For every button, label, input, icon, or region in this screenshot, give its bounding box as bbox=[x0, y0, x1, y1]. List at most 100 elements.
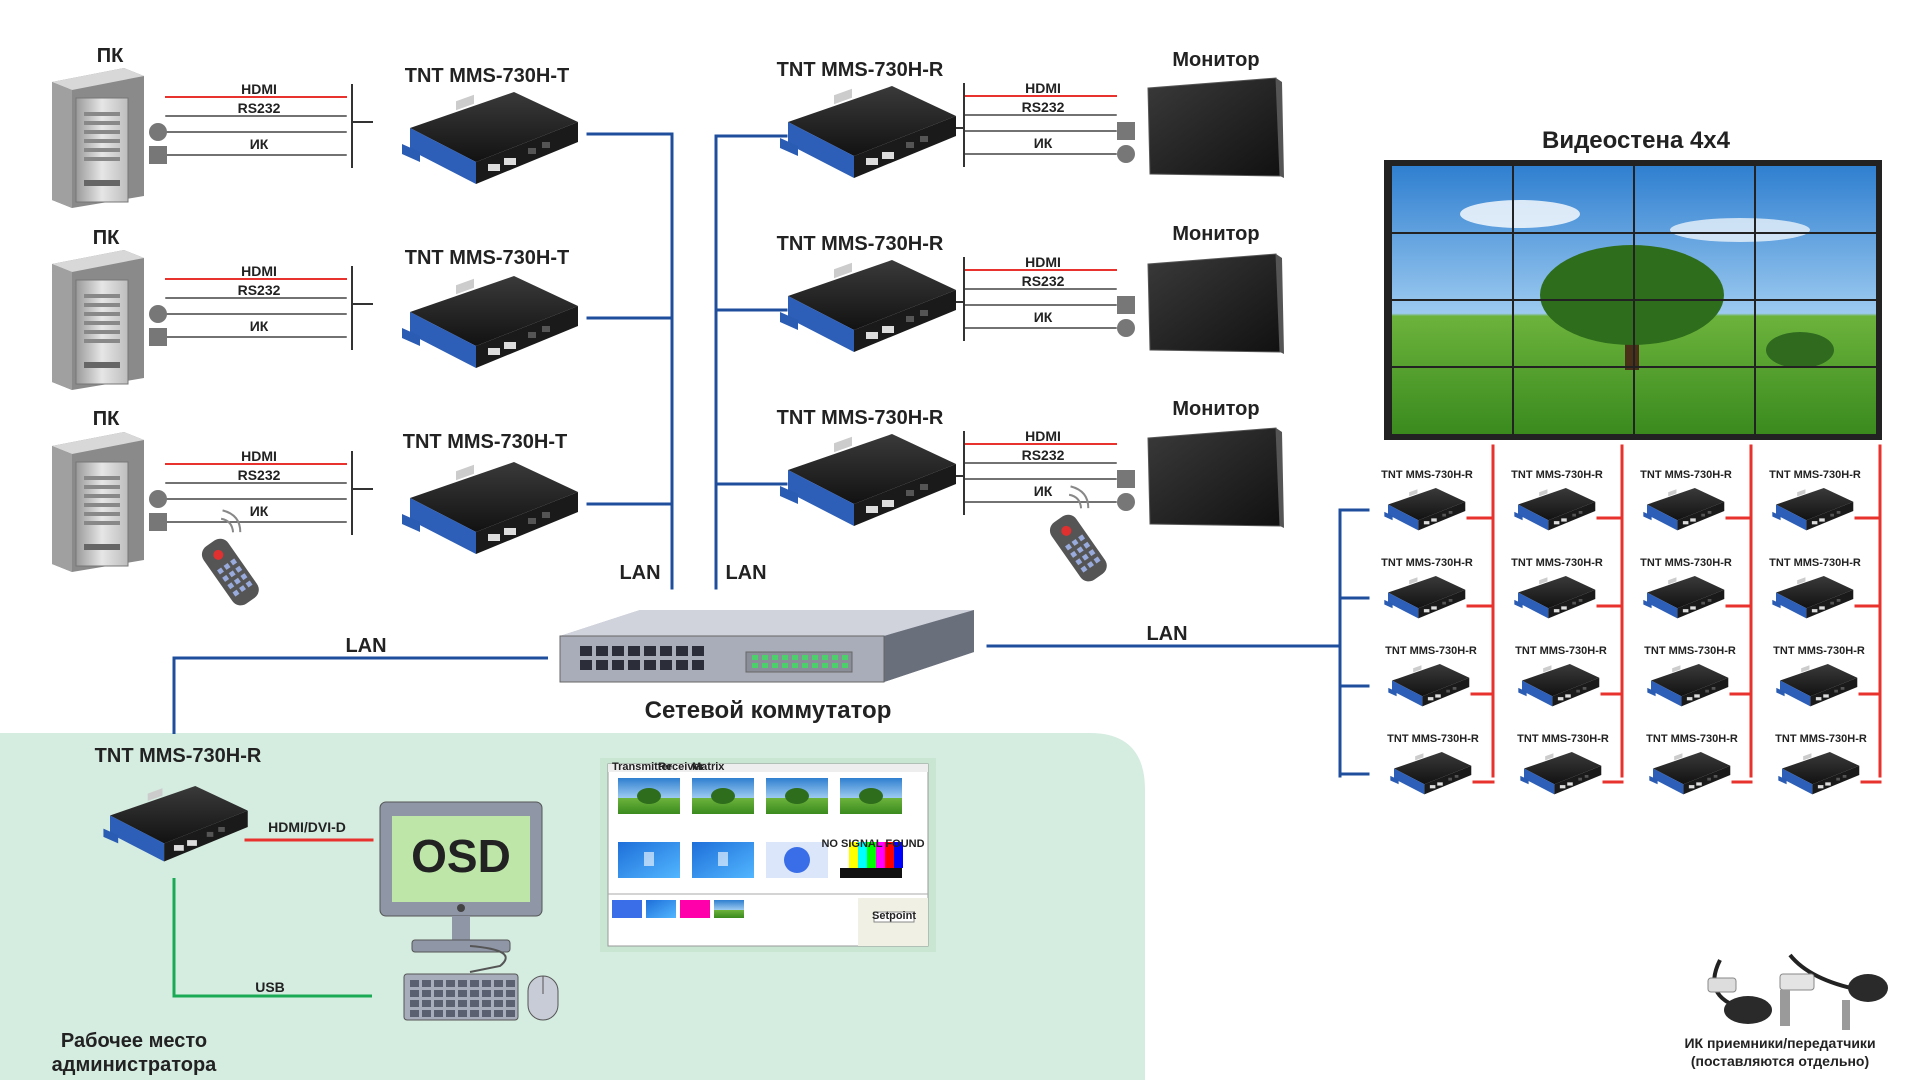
videowall-receiver-label: TNT MMS-730H-R bbox=[1640, 557, 1732, 569]
device-logo bbox=[1797, 489, 1806, 497]
osd-thumb-logo bbox=[718, 852, 728, 866]
transmitter-device bbox=[402, 276, 578, 368]
remote-signal bbox=[1070, 485, 1090, 509]
device-front-right bbox=[1548, 589, 1596, 619]
signal-label-ir: ИК bbox=[1034, 309, 1053, 325]
videowall-receiver-device bbox=[1778, 752, 1860, 795]
device-top bbox=[1388, 488, 1466, 521]
device-front-left bbox=[1647, 504, 1678, 531]
ir-sensor-head bbox=[1724, 996, 1772, 1024]
switch-led bbox=[832, 655, 838, 660]
pc-tower-vent bbox=[84, 139, 120, 143]
admin-workplace-label-line2: администратора bbox=[52, 1054, 218, 1076]
device-logo bbox=[1545, 753, 1554, 761]
monitor-edge bbox=[1276, 254, 1284, 354]
keyboard-key bbox=[494, 990, 503, 997]
device-usb-port bbox=[504, 342, 516, 349]
device-button bbox=[1578, 511, 1583, 514]
osd-thumb-logo bbox=[644, 852, 654, 866]
osd-thumbnail bbox=[692, 778, 754, 814]
videowall-receiver-label: TNT MMS-730H-R bbox=[1646, 733, 1738, 745]
keyboard-key bbox=[422, 1010, 431, 1017]
device-usb-port bbox=[1688, 785, 1695, 789]
device-front-right bbox=[1554, 765, 1602, 795]
osd-tab-matrix[interactable]: Matrix bbox=[692, 761, 725, 773]
device-usb-port bbox=[882, 326, 894, 333]
lan-label-receivers: LAN bbox=[725, 562, 766, 584]
ir-clip bbox=[1779, 973, 1815, 991]
device-front-right bbox=[1681, 677, 1729, 707]
remote-key bbox=[1093, 556, 1101, 564]
device-front-right bbox=[854, 464, 956, 526]
device-mount-ear bbox=[1649, 775, 1658, 785]
keyboard-key bbox=[446, 980, 455, 987]
device-logo bbox=[1539, 489, 1548, 497]
device-top bbox=[1776, 488, 1854, 521]
device-button bbox=[1448, 511, 1453, 514]
device-logo bbox=[1672, 665, 1681, 673]
osd-preview-thumbnail bbox=[646, 900, 676, 918]
device-usb-port bbox=[1429, 785, 1436, 789]
remote-key bbox=[222, 574, 230, 582]
pc-tower-vent bbox=[84, 503, 120, 507]
osd-tab-transmitter[interactable]: Transmitter bbox=[612, 761, 673, 773]
osd-setpoint-button[interactable] bbox=[873, 911, 915, 923]
switch-led bbox=[762, 663, 768, 668]
device-button bbox=[920, 484, 928, 490]
videowall-receiver-device bbox=[1649, 752, 1731, 795]
videowall-receiver-label: TNT MMS-730H-R bbox=[1385, 645, 1477, 657]
osd-tab-receiver[interactable]: Receiver bbox=[658, 761, 705, 773]
device-mount-ear bbox=[780, 312, 798, 330]
transmitter-device bbox=[402, 462, 578, 554]
ir-receiver-connector bbox=[1117, 493, 1135, 511]
videowall-receiver-device bbox=[1643, 576, 1725, 619]
device-top bbox=[1392, 664, 1470, 697]
videowall-receiver-label: TNT MMS-730H-R bbox=[1769, 557, 1861, 569]
osd-thumb-colorbar bbox=[849, 842, 858, 868]
remote-key bbox=[1087, 561, 1095, 569]
device-top bbox=[1647, 488, 1725, 521]
remote-key bbox=[223, 562, 231, 570]
remote-signal bbox=[222, 509, 242, 533]
switch-led bbox=[802, 663, 808, 668]
device-usb-port bbox=[1561, 518, 1567, 522]
keyboard-key bbox=[458, 1000, 467, 1007]
device-button bbox=[1840, 687, 1845, 690]
network-switch-icon bbox=[559, 610, 974, 683]
ir-emitter-connector bbox=[149, 146, 167, 164]
device-usb-port bbox=[1682, 609, 1689, 613]
videowall-receiver-label: TNT MMS-730H-R bbox=[1511, 469, 1603, 481]
device-button bbox=[906, 490, 914, 496]
transmitter-label-3: TNT MMS-730H-T bbox=[403, 431, 567, 453]
device-mount-ear bbox=[1776, 687, 1785, 697]
videowall-receiver-label: TNT MMS-730H-R bbox=[1769, 469, 1861, 481]
receiver-device bbox=[780, 260, 956, 352]
device-front-left bbox=[410, 128, 476, 184]
switch-led bbox=[772, 663, 778, 668]
videowall-receiver-label: TNT MMS-730H-R bbox=[1511, 557, 1603, 569]
keyboard-key bbox=[470, 1000, 479, 1007]
device-button bbox=[218, 827, 225, 832]
transmitter-label-2: TNT MMS-730H-T bbox=[405, 247, 569, 269]
signal-label-hdmi: HDMI bbox=[1025, 428, 1061, 444]
device-button bbox=[1836, 511, 1841, 514]
pc-label-3: ПК bbox=[93, 408, 120, 430]
pc-tower-vent bbox=[84, 330, 120, 334]
monitor-icon bbox=[1147, 427, 1284, 528]
receiver-device bbox=[780, 86, 956, 178]
ir-sensor-head bbox=[1848, 974, 1888, 1002]
ir-sensors-icon bbox=[1707, 953, 1888, 1030]
device-usb-port bbox=[882, 500, 894, 507]
switch-led bbox=[822, 655, 828, 660]
device-front-right bbox=[1806, 589, 1854, 619]
switch-port bbox=[692, 646, 704, 656]
remote-power-button bbox=[1061, 525, 1072, 536]
remote-signal bbox=[1068, 493, 1083, 509]
videowall-receiver-device bbox=[1390, 752, 1472, 795]
device-logo bbox=[147, 788, 163, 801]
device-front-right bbox=[1677, 589, 1725, 619]
device-button bbox=[1584, 775, 1589, 778]
devices-layer: HDMIRS232ИКHDMIRS232ИКHDMIRS232ИКHDMIRS2… bbox=[52, 68, 1888, 1030]
device-mount-ear bbox=[1514, 511, 1523, 521]
